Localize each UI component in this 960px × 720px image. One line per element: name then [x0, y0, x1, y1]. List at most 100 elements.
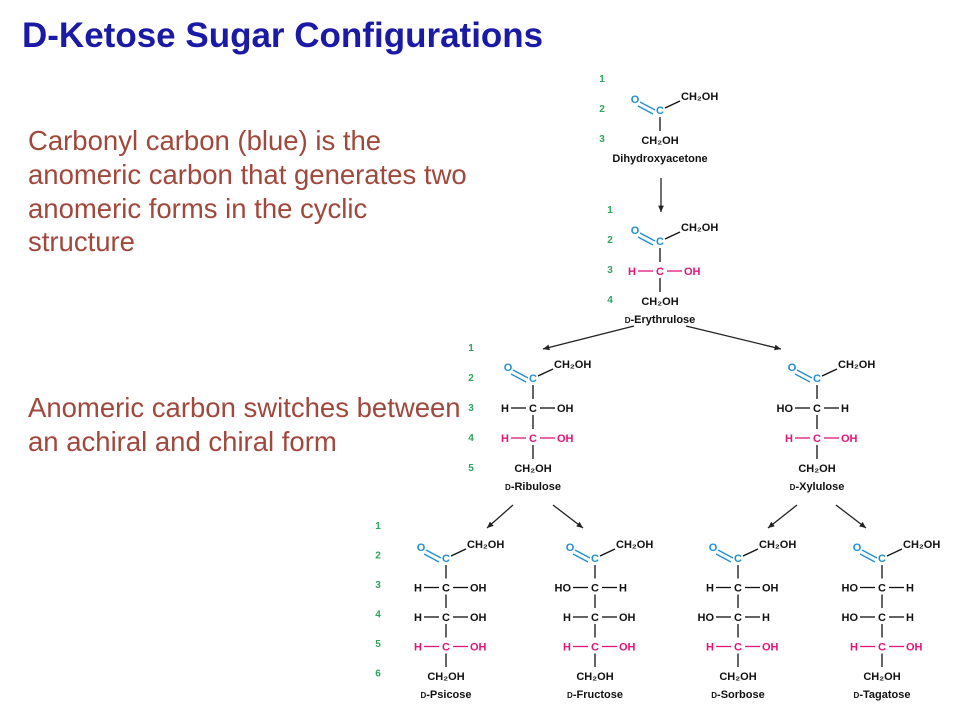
stereocenter-carbon: C — [529, 403, 537, 415]
left-substituent: H — [414, 612, 422, 624]
c1-bond — [599, 548, 616, 557]
arrow-to-fructose — [552, 504, 584, 529]
stereocenter-carbon: C — [442, 583, 450, 595]
right-substituent: H — [906, 612, 914, 624]
left-substituent: H — [563, 642, 571, 654]
sugar-name: D-Sorbose — [711, 689, 764, 701]
arrowhead — [774, 344, 781, 351]
carbon-number: 3 — [468, 403, 474, 414]
arrow-to-tagatose — [835, 504, 867, 529]
right-substituent: H — [841, 403, 849, 415]
terminal-ch2oh: CH₂OH — [719, 671, 756, 683]
arrowhead — [768, 521, 775, 528]
carbonyl-carbon: C — [529, 373, 537, 385]
right-substituent: H — [619, 583, 627, 595]
sugar-name-text: -Fructose — [573, 689, 623, 701]
carbon-number: 1 — [607, 205, 613, 216]
carbon-number: 3 — [607, 265, 613, 276]
d-prefix: D — [420, 691, 426, 700]
arrow-to-psicose — [486, 504, 514, 529]
c1-ch2oh: CH₂OH — [467, 539, 504, 551]
carbon-number: 2 — [468, 373, 474, 384]
carbon-number: 2 — [375, 551, 381, 562]
c1-bond — [664, 231, 681, 240]
sugar-name-text: -Psicose — [426, 689, 471, 701]
carbon-number: 2 — [599, 104, 605, 115]
right-substituent: OH — [762, 583, 779, 595]
right-substituent: OH — [841, 433, 858, 445]
carbon-number: 2 — [607, 235, 613, 246]
left-substituent: H — [501, 403, 509, 415]
left-substituent: H — [563, 612, 571, 624]
left-substituent: HO — [698, 612, 715, 624]
carbonyl-double-bond-1 — [512, 369, 529, 379]
sugar-name: Dihydroxyacetone — [612, 153, 707, 165]
carbonyl-oxygen: O — [788, 362, 797, 374]
carbonyl-oxygen: O — [631, 225, 640, 237]
carbon-number: 1 — [375, 521, 381, 532]
left-substituent: HO — [777, 403, 794, 415]
carbon-number: 4 — [607, 295, 613, 306]
carbonyl-double-bond-2 — [637, 236, 654, 246]
left-substituent: HO — [555, 583, 572, 595]
stereocenter-carbon: C — [734, 583, 742, 595]
carbonyl-carbon: C — [813, 373, 821, 385]
left-substituent: H — [501, 433, 509, 445]
carbonyl-oxygen: O — [417, 542, 426, 554]
right-substituent: H — [762, 612, 770, 624]
terminal-ch2oh: CH₂OH — [427, 671, 464, 683]
terminal-ch2oh: CH₂OH — [576, 671, 613, 683]
terminal-ch2oh: CH₂OH — [641, 135, 678, 147]
left-substituent: H — [414, 642, 422, 654]
right-substituent: OH — [470, 583, 487, 595]
left-substituent: H — [850, 642, 858, 654]
carbonyl-double-bond-1 — [861, 549, 878, 559]
arrowhead — [543, 344, 550, 351]
carbonyl-carbon: C — [878, 553, 886, 565]
carbonyl-double-bond-2 — [510, 373, 527, 383]
arrowhead — [859, 521, 866, 528]
sugar-name-text: -Sorbose — [717, 689, 765, 701]
sugar-name: D-Ribulose — [505, 481, 561, 493]
carbonyl-double-bond-2 — [637, 105, 654, 115]
sugar-name-text: -Erythrulose — [630, 314, 695, 326]
arrow-dha-to-erythrulose — [658, 178, 664, 212]
c1-bond — [664, 100, 681, 109]
stereocenter-carbon: C — [591, 583, 599, 595]
carbon-number: 6 — [375, 669, 381, 680]
arrow-shaft — [685, 325, 782, 350]
carbonyl-double-bond-2 — [715, 553, 732, 563]
carbonyl-oxygen: O — [504, 362, 513, 374]
carbonyl-double-bond-1 — [639, 101, 656, 111]
carbon-number: 5 — [468, 463, 474, 474]
right-substituent: OH — [619, 612, 636, 624]
carbonyl-double-bond-2 — [423, 553, 440, 563]
stereocenter-carbon: C — [878, 583, 886, 595]
stereocenter-carbon: C — [734, 612, 742, 624]
c1-bond — [742, 548, 759, 557]
stereocenter-carbon: C — [878, 642, 886, 654]
carbonyl-double-bond-1 — [717, 549, 734, 559]
slide-title: D-Ketose Sugar Configurations — [22, 16, 544, 55]
c1-bond — [821, 368, 838, 377]
carbonyl-carbon: C — [442, 553, 450, 565]
stereocenter-carbon: C — [734, 642, 742, 654]
left-substituent: H — [785, 433, 793, 445]
sugar-name-text: -Xylulose — [795, 481, 844, 493]
stereocenter-carbon: C — [529, 433, 537, 445]
sugar-name: D-Psicose — [420, 689, 471, 701]
right-substituent: OH — [557, 403, 574, 415]
carbonyl-double-bond-1 — [574, 549, 591, 559]
d-prefix: D — [711, 691, 717, 700]
carbonyl-oxygen: O — [566, 542, 575, 554]
stereocenter-carbon: C — [878, 612, 886, 624]
d-prefix: D — [854, 691, 860, 700]
d-prefix: D — [790, 483, 796, 492]
carbon-number: 4 — [375, 610, 381, 621]
